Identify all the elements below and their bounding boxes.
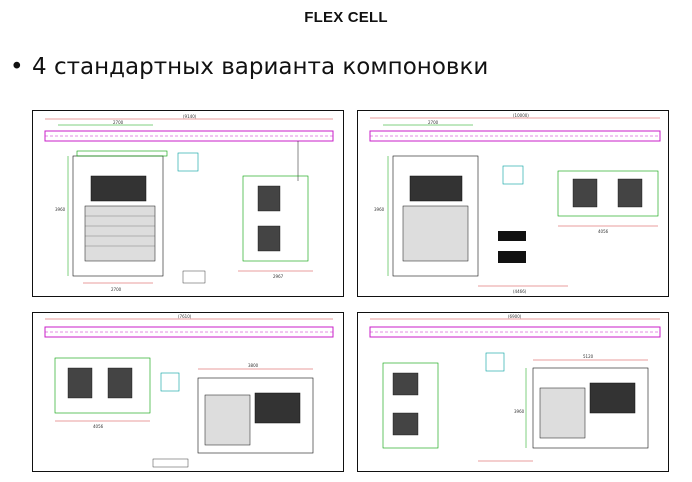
wall-strip bbox=[44, 130, 334, 142]
layout-drawing-2: (10000) 2700 3960 4056 (4466) bbox=[357, 110, 669, 297]
floorplan-1: (9140) 2700 3960 2700 2967 bbox=[44, 114, 334, 292]
dim-label: (6900) bbox=[508, 314, 522, 319]
dim-label: 2700 bbox=[111, 287, 122, 292]
dim-label: 3960 bbox=[374, 207, 385, 212]
floorplan-2: (10000) 2700 3960 4056 (4466) bbox=[369, 113, 661, 294]
wall-strip bbox=[44, 326, 334, 338]
robot-unit bbox=[254, 392, 301, 424]
dim-label: 2967 bbox=[273, 274, 284, 279]
dim-label: 3960 bbox=[55, 207, 66, 212]
layout-drawing-3: (7610) 4056 3800 bbox=[32, 312, 344, 472]
dim-label: 3960 bbox=[514, 409, 525, 414]
control-cabinet bbox=[177, 152, 199, 172]
floorplan-3: (7610) 4056 3800 bbox=[44, 314, 334, 468]
control-cabinet bbox=[502, 165, 524, 185]
dim-label: 2700 bbox=[428, 120, 439, 125]
dim-label: 4056 bbox=[93, 424, 104, 429]
robot-cell bbox=[197, 377, 314, 454]
robot-unit bbox=[589, 382, 636, 414]
conveyor-station bbox=[557, 170, 659, 217]
layout-drawing-1: (9140) 2700 3960 2700 2967 bbox=[32, 110, 344, 297]
bullet-item: • 4 стандартных варианта компоновки bbox=[10, 54, 488, 80]
dim-label: (4466) bbox=[513, 289, 527, 294]
floorplan-4: (6900) 5120 3960 bbox=[369, 314, 661, 462]
bullet-dot: • bbox=[10, 54, 24, 80]
layout-drawing-4: (6900) 5120 3960 bbox=[357, 312, 669, 472]
dim-label: (7610) bbox=[178, 314, 192, 319]
conveyor-station bbox=[54, 357, 151, 414]
robot-unit bbox=[409, 175, 463, 202]
conveyor-station bbox=[382, 362, 439, 449]
dim-label: 3800 bbox=[248, 363, 259, 368]
dim-label: (9140) bbox=[183, 114, 197, 119]
dim-label: (10000) bbox=[513, 113, 529, 118]
slide-title: FLEX CELL bbox=[304, 9, 388, 26]
robot-cell bbox=[532, 367, 649, 449]
dim-label: 2700 bbox=[113, 120, 124, 125]
dim-label: 4056 bbox=[598, 229, 609, 234]
conveyor-station bbox=[242, 175, 309, 262]
control-cabinet bbox=[485, 352, 505, 372]
robot-unit bbox=[90, 175, 147, 202]
bullet-text: 4 стандартных варианта компоновки bbox=[32, 54, 489, 80]
dim-label: 5120 bbox=[583, 354, 594, 359]
robot-cell bbox=[392, 155, 479, 277]
control-cabinet bbox=[160, 372, 180, 392]
